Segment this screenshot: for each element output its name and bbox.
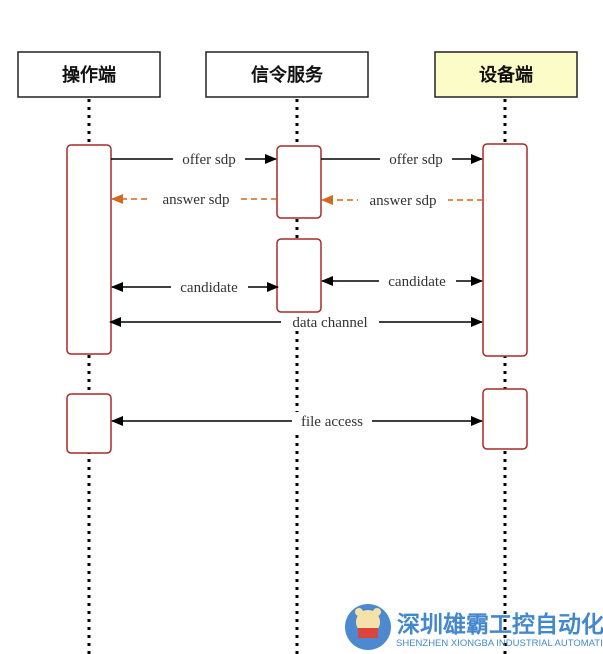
actor-signaling-service: 信令服务 xyxy=(205,51,369,98)
activation-operator-1 xyxy=(66,144,112,355)
label-answer-sdp-2: answer sdp xyxy=(369,193,436,209)
svg-text:操作端: 操作端 xyxy=(62,64,116,86)
label-offer-sdp-1: offer sdp xyxy=(182,152,235,168)
watermark-logo: 深圳雄霸工控自动化 SHENZHEN XIONGBA INDUSTRIAL AU… xyxy=(345,604,603,650)
watermark-name-en: SHENZHEN XIONGBA INDUSTRIAL AUTOMATION xyxy=(396,638,603,649)
actor-device: 设备端 xyxy=(434,51,578,98)
svg-text:设备端: 设备端 xyxy=(479,64,533,86)
actor-operator: 操作端 xyxy=(17,51,161,98)
activation-signaling-2 xyxy=(276,238,322,313)
activation-operator-2 xyxy=(66,393,112,454)
svg-text:信令服务: 信令服务 xyxy=(251,64,324,86)
label-data-channel: data channel xyxy=(292,315,367,331)
watermark-name-cn: 深圳雄霸工控自动化 xyxy=(397,611,603,638)
label-offer-sdp-2: offer sdp xyxy=(389,152,442,168)
label-candidate-2: candidate xyxy=(388,274,446,290)
label-file-access: file access xyxy=(301,414,363,430)
label-answer-sdp-1: answer sdp xyxy=(162,192,229,208)
activation-device-1 xyxy=(482,143,528,357)
label-candidate-1: candidate xyxy=(180,280,238,296)
activation-device-2 xyxy=(482,388,528,450)
activation-signaling-1 xyxy=(276,145,322,219)
